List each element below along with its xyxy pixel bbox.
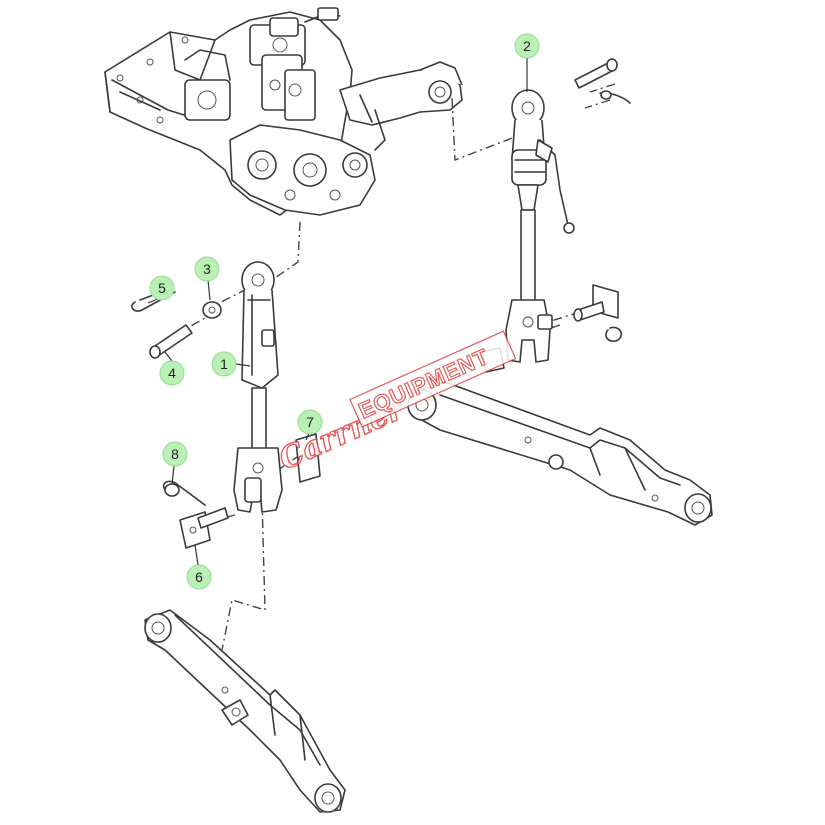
callout-6: 6 xyxy=(186,564,212,590)
left-small-parts xyxy=(131,287,321,549)
callout-5-label: 5 xyxy=(158,280,166,296)
callout-3: 3 xyxy=(194,256,220,282)
callout-4-label: 4 xyxy=(168,365,176,381)
callout-5: 5 xyxy=(149,275,175,301)
callout-2-label: 2 xyxy=(523,38,531,54)
callout-3-label: 3 xyxy=(203,261,211,277)
callout-8-label: 8 xyxy=(171,446,179,462)
right-lower-link xyxy=(407,381,713,526)
callout-1-label: 1 xyxy=(220,356,228,372)
callout-1: 1 xyxy=(211,351,237,377)
callout-7: 7 xyxy=(297,409,323,435)
callout-7-label: 7 xyxy=(306,414,314,430)
callout-2: 2 xyxy=(514,33,540,59)
right-top-link-assembly xyxy=(481,58,631,373)
left-top-link-assembly xyxy=(233,261,283,513)
left-lower-link xyxy=(144,609,346,813)
callout-4: 4 xyxy=(159,360,185,386)
callout-8: 8 xyxy=(162,441,188,467)
callout-6-label: 6 xyxy=(195,569,203,585)
tractor-hydraulic-housing xyxy=(104,7,463,216)
